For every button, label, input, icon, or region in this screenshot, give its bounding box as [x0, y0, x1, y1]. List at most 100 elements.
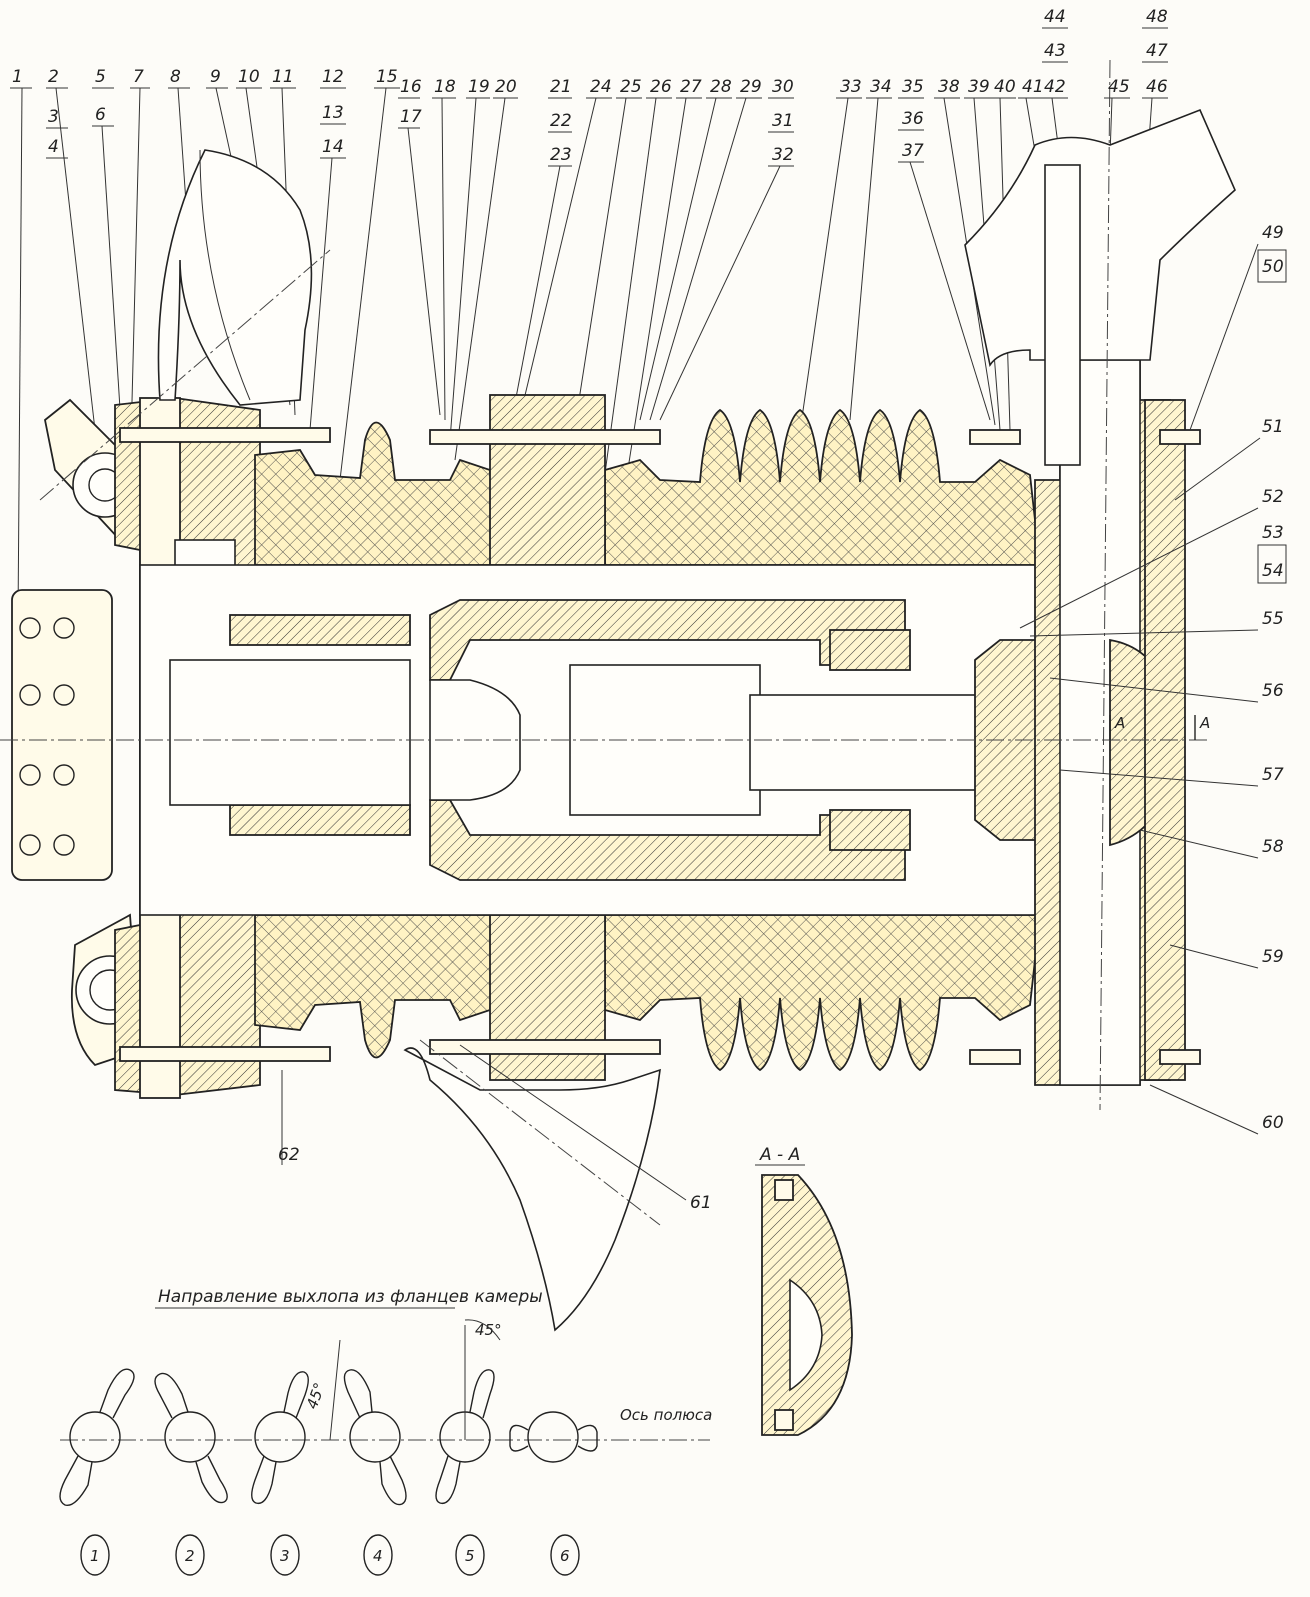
right-leader-lines: [1019, 243, 1287, 1135]
callout-1: 1: [12, 67, 23, 87]
callout-32: 32: [772, 145, 794, 165]
callout-50: 50: [1262, 257, 1284, 277]
callout-16: 16: [400, 77, 422, 97]
variant-number-5: 5: [465, 1547, 475, 1565]
main-assembly: A A: [0, 59, 1236, 1332]
callout-45: 45: [1108, 77, 1130, 97]
seal-upper: [829, 629, 911, 671]
callout-15: 15: [376, 67, 398, 87]
callout-49: 49: [1262, 223, 1284, 243]
lower-insulator-right: [604, 914, 1042, 1072]
callout-52: 52: [1262, 487, 1284, 507]
angle-45-a: 45°: [475, 1321, 502, 1339]
callout-55: 55: [1262, 609, 1284, 629]
callout-11: 11: [272, 67, 294, 87]
callout-10: 10: [238, 67, 260, 87]
guide-tube-upper: [229, 614, 411, 646]
exhaust-axis-label: Ось полюса: [620, 1406, 712, 1424]
exhaust-variant-4: [343, 1369, 407, 1506]
callout-3: 3: [48, 107, 59, 127]
section-a-a-label: A - A: [759, 1145, 800, 1165]
callout-19: 19: [468, 77, 490, 97]
callout-51: 51: [1262, 417, 1284, 437]
right-horn-stem: [1044, 164, 1081, 466]
callout-61: 61: [690, 1193, 712, 1213]
lower-insulator-left: [254, 914, 496, 1059]
callout-58: 58: [1262, 837, 1284, 857]
callout-7: 7: [133, 67, 144, 87]
callout-31: 31: [772, 111, 794, 131]
callout-43: 43: [1044, 41, 1066, 61]
callout-41: 41: [1022, 77, 1044, 97]
top-callout-underlines: [10, 27, 1168, 167]
callout-29: 29: [740, 77, 762, 97]
fixed-contact: [169, 659, 411, 806]
callout-27: 27: [680, 77, 702, 97]
callout-9: 9: [210, 67, 221, 87]
callout-39: 39: [968, 77, 990, 97]
variant-number-4: 4: [373, 1547, 383, 1565]
exhaust-variant-1: [59, 1368, 135, 1507]
callout-25: 25: [620, 77, 642, 97]
callout-21: 21: [550, 77, 572, 97]
callout-44: 44: [1044, 7, 1066, 27]
callout-30: 30: [772, 77, 794, 97]
exhaust-variant-5: [435, 1319, 501, 1505]
callout-60: 60: [1262, 1113, 1284, 1133]
angle-45-b: 45°: [303, 1380, 329, 1411]
right-exhaust-horn: [964, 108, 1236, 368]
callout-26: 26: [650, 77, 672, 97]
callout-36: 36: [902, 109, 924, 129]
exhaust-variant-2: [154, 1372, 228, 1504]
left-exhaust-horn: [157, 149, 313, 406]
callout-46: 46: [1146, 77, 1168, 97]
exhaust-title: Направление выхлопа из фланцев камеры: [158, 1287, 543, 1307]
callout-53: 53: [1262, 523, 1284, 543]
callout-38: 38: [938, 77, 960, 97]
callout-47: 47: [1146, 41, 1168, 61]
callout-13: 13: [322, 103, 344, 123]
seal-lower: [829, 809, 911, 851]
callout-12: 12: [322, 67, 344, 87]
guide-tube-lower: [229, 804, 411, 836]
callout-17: 17: [400, 107, 422, 127]
exhaust-variant-6: [509, 1411, 598, 1463]
callout-23: 23: [550, 145, 572, 165]
variant-numbers: 1 2 3 4 5 6: [80, 1534, 580, 1576]
callout-24: 24: [590, 77, 612, 97]
callout-33: 33: [840, 77, 862, 97]
section-marker-left: A: [1114, 714, 1125, 732]
callout-54: 54: [1262, 561, 1284, 581]
through-bolts: [119, 427, 1201, 1065]
top-callouts: 1 2 3 4 5 6 7 8 9 10 11 12 13 14 15 16 1…: [12, 7, 1168, 165]
right-callouts: 49 50 51 52 53 54 55 56 57 58 59 60: [1262, 223, 1284, 1133]
callout-22: 22: [550, 111, 572, 131]
mounting-bracket: [11, 589, 113, 881]
callout-18: 18: [434, 77, 456, 97]
callout-35: 35: [902, 77, 924, 97]
callout-8: 8: [170, 67, 181, 87]
callout-6: 6: [95, 105, 106, 125]
variant-number-3: 3: [280, 1547, 290, 1565]
section-marker-right: A: [1199, 714, 1210, 732]
exhaust-direction-section: Направление выхлопа из фланцев камеры Ос…: [59, 1287, 712, 1576]
callout-62: 62: [278, 1145, 300, 1165]
upper-insulator-left: [254, 421, 496, 566]
variant-number-1: 1: [90, 1547, 100, 1565]
callout-20: 20: [495, 77, 517, 97]
callout-4: 4: [48, 137, 59, 157]
callout-48: 48: [1146, 7, 1168, 27]
contact-rod: [749, 694, 981, 791]
upper-insulator-right: [604, 408, 1042, 566]
exhaust-variant-3: [251, 1339, 341, 1505]
variant-number-2: 2: [185, 1547, 195, 1565]
callout-59: 59: [1262, 947, 1284, 967]
callout-34: 34: [870, 77, 892, 97]
callout-42: 42: [1044, 77, 1066, 97]
callout-56: 56: [1262, 681, 1284, 701]
callout-14: 14: [322, 137, 344, 157]
middle-flange-bottom: [489, 914, 606, 1081]
callout-28: 28: [710, 77, 732, 97]
variant-number-6: 6: [560, 1547, 570, 1565]
